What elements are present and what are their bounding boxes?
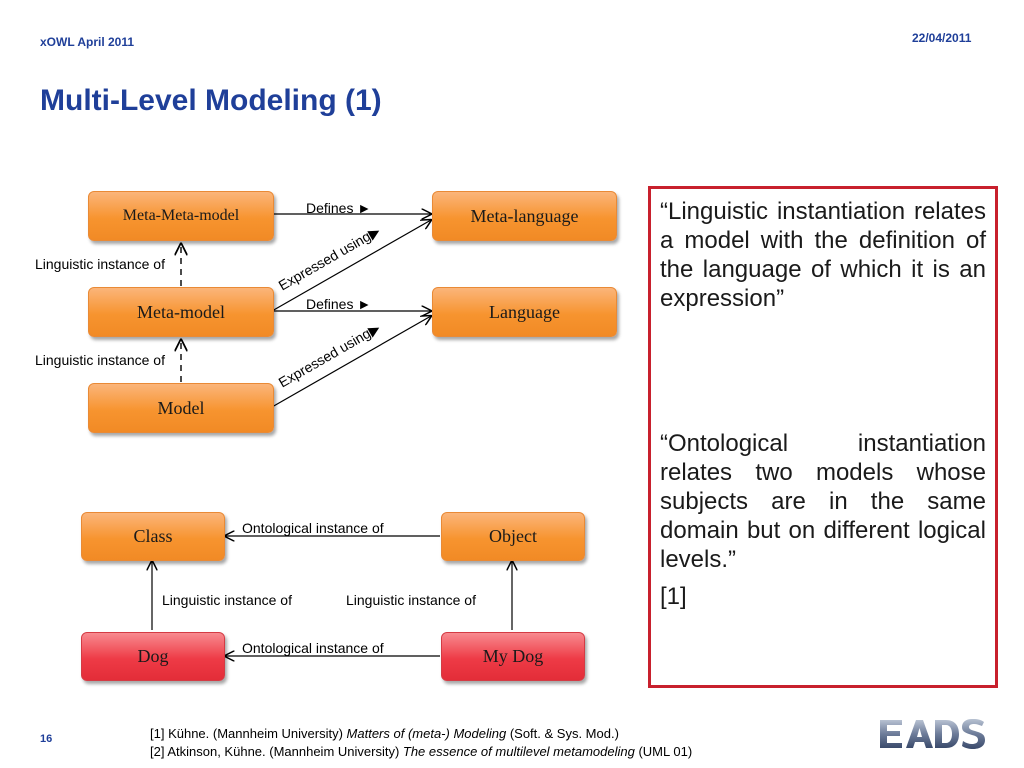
node-meta-meta-model: Meta-Meta-model <box>88 191 274 241</box>
quote-spacer <box>660 313 986 429</box>
linguistic-label-4: Linguistic instance of <box>346 592 476 608</box>
node-language: Language <box>432 287 617 337</box>
node-meta-model: Meta-model <box>88 287 274 337</box>
eads-logo <box>880 719 985 749</box>
node-my-dog: My Dog <box>441 632 585 681</box>
node-class: Class <box>81 512 225 561</box>
expressed-connector-2 <box>271 316 431 408</box>
quote-reference: [1] <box>660 583 687 610</box>
quote-ontological: “Ontological instantiation relates two m… <box>660 430 986 573</box>
reference-2-venue: (UML 01) <box>634 744 693 759</box>
reference-1: [1] Kühne. (Mannheim University) Matters… <box>150 725 692 743</box>
reference-1-authors: [1] Kühne. (Mannheim University) <box>150 726 347 741</box>
slide-title: Multi-Level Modeling (1) <box>40 84 382 117</box>
defines-label-2: Defines ► <box>306 296 372 312</box>
linguistic-label-1: Linguistic instance of <box>35 256 165 272</box>
node-model: Model <box>88 383 274 433</box>
defines-label-1: Defines ► <box>306 200 372 216</box>
expressed-connector-1 <box>271 220 431 312</box>
page-number: 16 <box>40 733 53 745</box>
node-meta-language: Meta-language <box>432 191 617 241</box>
quote-linguistic: “Linguistic instantiation relates a mode… <box>660 198 986 312</box>
reference-1-venue: (Soft. & Sys. Mod.) <box>506 726 619 741</box>
event-label: xOWL April 2011 <box>40 35 135 49</box>
ontological-label-2: Ontological instance of <box>242 640 384 656</box>
date-label: 22/04/2011 <box>912 31 972 45</box>
ontological-label-1: Ontological instance of <box>242 520 384 536</box>
node-object: Object <box>441 512 585 561</box>
node-dog: Dog <box>81 632 225 681</box>
reference-2: [2] Atkinson, Kühne. (Mannheim Universit… <box>150 743 692 761</box>
quote-box: “Linguistic instantiation relates a mode… <box>648 186 998 688</box>
reference-1-title: Matters of (meta-) Modeling <box>346 726 507 741</box>
linguistic-label-3: Linguistic instance of <box>162 592 292 608</box>
references: [1] Kühne. (Mannheim University) Matters… <box>150 725 692 761</box>
reference-2-title: The essence of multilevel metamodeling <box>402 744 635 759</box>
linguistic-label-2: Linguistic instance of <box>35 352 165 368</box>
reference-2-authors: [2] Atkinson, Kühne. (Mannheim Universit… <box>150 744 403 759</box>
